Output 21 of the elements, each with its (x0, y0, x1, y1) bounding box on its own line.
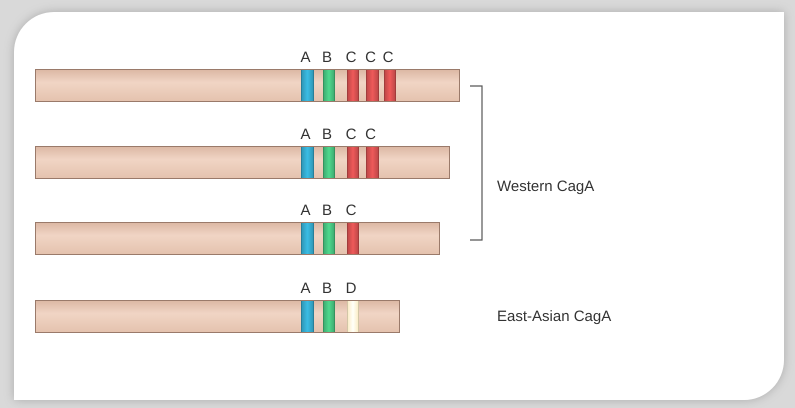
motif-letter: B (320, 281, 333, 297)
motif-letter: C (382, 50, 394, 66)
motif-letter: A (299, 281, 312, 297)
motif-letter: C (364, 50, 377, 66)
motif-letter: D (344, 281, 358, 297)
motif-letter: A (299, 127, 312, 143)
group-label: Western CagA (497, 178, 594, 195)
motif-letter: C (344, 203, 358, 219)
motif-letter: A (299, 203, 312, 219)
protein-bar (35, 222, 440, 255)
motif-letter: B (320, 203, 333, 219)
motif-letter: C (344, 127, 358, 143)
motif-letter: C (344, 50, 358, 66)
motif-letter: C (364, 127, 377, 143)
protein-bar (35, 69, 460, 102)
protein-bar (35, 146, 450, 179)
group-label: East-Asian CagA (497, 308, 612, 325)
motif-letter: B (320, 127, 333, 143)
motif-letter: A (299, 50, 312, 66)
protein-bar (35, 300, 400, 333)
motif-letter: B (320, 50, 333, 66)
